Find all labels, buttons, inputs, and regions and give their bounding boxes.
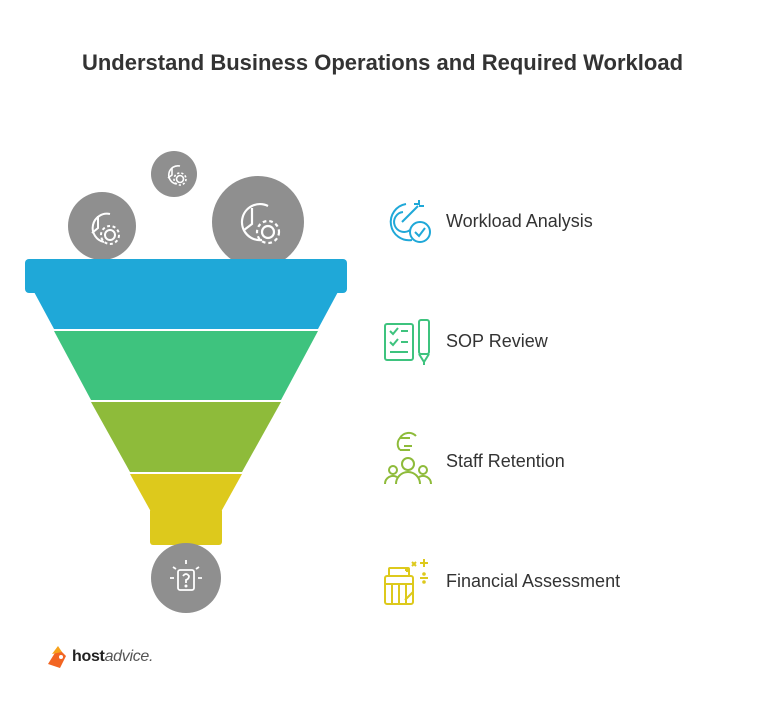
hostadvice-logo-icon xyxy=(48,646,66,668)
logo-text-bold: host xyxy=(72,648,105,665)
step-label-workload-analysis: Workload Analysis xyxy=(446,211,593,231)
calculator-shop-icon xyxy=(384,559,428,605)
checklist-pen-icon xyxy=(384,319,430,365)
clock-gear-icon xyxy=(240,203,281,245)
page-title: Understand Business Operations and Requi… xyxy=(81,50,684,75)
funnel-band-3 xyxy=(91,402,281,472)
input-circle-left xyxy=(68,192,136,260)
lightbulb-question-icon xyxy=(170,560,202,591)
logo-text-light: advice. xyxy=(104,648,154,665)
funnel-band-1 xyxy=(25,259,347,329)
output-circle xyxy=(151,543,221,613)
step-label-financial-assessment: Financial Assessment xyxy=(446,571,621,591)
hostadvice-logo: hostadvice. xyxy=(72,648,153,666)
target-check-icon xyxy=(389,200,431,243)
step-label-sop-review: SOP Review xyxy=(446,331,548,351)
input-circle-large xyxy=(212,176,304,268)
input-circle-small xyxy=(151,151,197,197)
step-label-staff-retention: Staff Retention xyxy=(446,451,565,471)
clock-gear-icon xyxy=(91,212,120,245)
funnel-band-4 xyxy=(130,474,242,545)
team-magnet-icon xyxy=(383,431,433,485)
clock-gear-icon xyxy=(167,164,187,186)
funnel-band-2 xyxy=(54,331,318,400)
